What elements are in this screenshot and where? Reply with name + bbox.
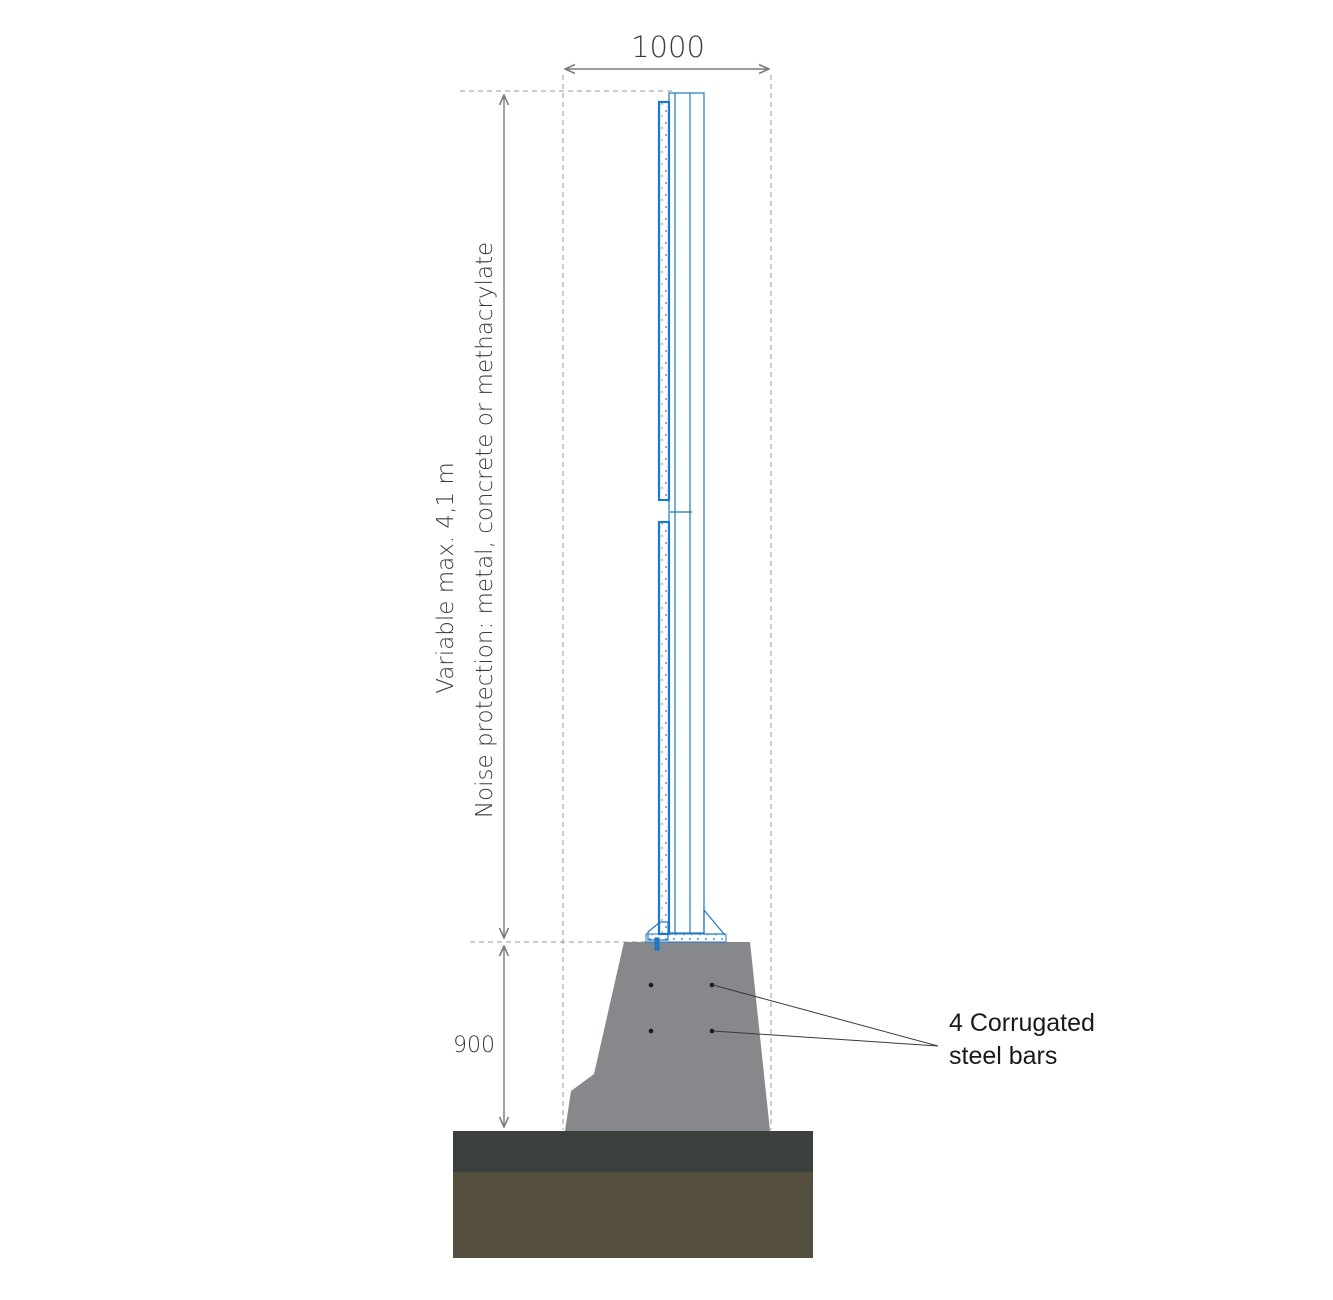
height-label-line1: Variable max. 4,1 m — [433, 462, 459, 693]
width-dimension-label: 1000 — [631, 30, 705, 64]
steel-bars — [648, 982, 715, 1034]
height-dimension: Variable max. 4,1 m Noise protection: me… — [433, 95, 504, 938]
height-label-line2: Noise protection: metal, concrete or met… — [472, 242, 498, 818]
width-dimension: 1000 — [565, 30, 769, 69]
callout-line2: steel bars — [949, 1042, 1057, 1070]
steel-bar — [648, 1028, 654, 1034]
noise-panel-assembly — [645, 92, 727, 951]
callout-leaders — [712, 984, 939, 1047]
base-height-label: 900 — [453, 1033, 495, 1058]
base-grout — [645, 933, 727, 943]
asphalt-layer — [453, 1131, 813, 1172]
base-height-dimension: 900 — [453, 946, 504, 1127]
anchor-bolt — [654, 937, 660, 951]
steel-bar — [709, 1028, 715, 1034]
concrete-barrier — [565, 942, 770, 1131]
steel-bar — [709, 982, 715, 988]
upper-panel — [657, 100, 671, 502]
callout-line1: 4 Corrugated — [949, 1009, 1095, 1037]
lower-panel — [657, 520, 671, 936]
guide-lines — [460, 75, 772, 1130]
soil-layer — [453, 1170, 813, 1258]
support-post — [668, 92, 705, 934]
steel-bar — [648, 982, 654, 988]
